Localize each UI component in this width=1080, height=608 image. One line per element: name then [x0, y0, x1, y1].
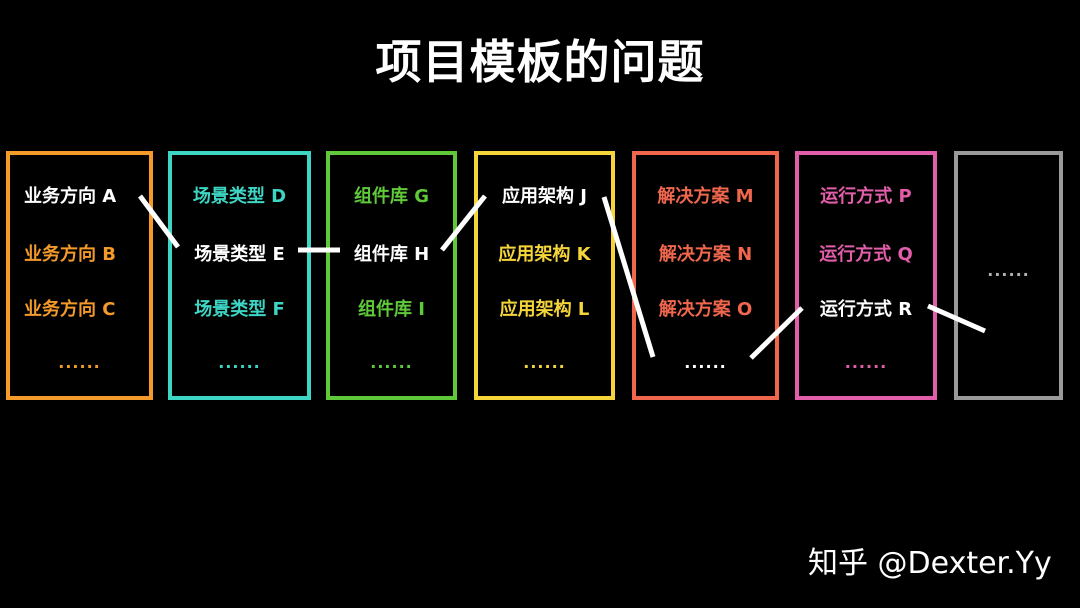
item-app-architecture-j: 应用架构 J — [502, 186, 587, 207]
item-scenario-type-d: 场景类型 D — [192, 186, 287, 207]
item-runtime-mode-q: 运行方式 Q — [819, 244, 913, 265]
column-scenario-type: 场景类型 D 场景类型 E 场景类型 F ...... — [168, 151, 311, 400]
more-ellipsis: ...... — [523, 353, 566, 372]
more-ellipsis: ...... — [218, 353, 261, 372]
item-component-library-i: 组件库 I — [358, 299, 425, 320]
item-app-architecture-l: 应用架构 L — [499, 299, 590, 320]
item-business-direction-b: 业务方向 B — [24, 244, 116, 265]
column-business-direction: 业务方向 A 业务方向 B 业务方向 C ...... — [6, 151, 153, 400]
connector-more-r — [749, 306, 804, 360]
item-solution-m: 解决方案 M — [657, 186, 754, 207]
connector-r-more — [926, 303, 987, 334]
more-ellipsis: ...... — [684, 353, 727, 372]
slide-title: 项目模板的问题 — [375, 35, 705, 89]
more-ellipsis: ...... — [844, 353, 888, 372]
column-more: ...... — [954, 151, 1063, 400]
column-solution: 解决方案 M 解决方案 N 解决方案 O ...... — [632, 151, 779, 400]
watermark: 知乎 @Dexter.Yy — [808, 546, 1052, 581]
more-ellipsis: ...... — [370, 353, 413, 372]
column-component-library: 组件库 G 组件库 H 组件库 I ...... — [326, 151, 457, 400]
column-runtime-mode: 运行方式 P 运行方式 Q 运行方式 R ...... — [795, 151, 937, 400]
item-business-direction-c: 业务方向 C — [24, 299, 116, 320]
item-runtime-mode-p: 运行方式 P — [820, 186, 912, 207]
item-solution-n: 解决方案 N — [658, 244, 753, 265]
connector-a-e — [137, 194, 181, 249]
more-ellipsis: ...... — [58, 353, 101, 372]
column-app-architecture: 应用架构 J 应用架构 K 应用架构 L ...... — [474, 151, 615, 400]
more-ellipsis: ...... — [987, 261, 1030, 280]
item-solution-o: 解决方案 O — [658, 299, 753, 320]
connector-h-j — [440, 194, 487, 252]
item-component-library-h: 组件库 H — [353, 244, 430, 265]
item-business-direction-a: 业务方向 A — [24, 186, 117, 207]
item-runtime-mode-r: 运行方式 R — [819, 299, 913, 320]
connector-j-more — [601, 196, 656, 358]
item-scenario-type-e: 场景类型 E — [194, 244, 285, 265]
item-app-architecture-k: 应用架构 K — [498, 244, 591, 265]
item-scenario-type-f: 场景类型 F — [194, 299, 285, 320]
item-component-library-g: 组件库 G — [353, 186, 430, 207]
